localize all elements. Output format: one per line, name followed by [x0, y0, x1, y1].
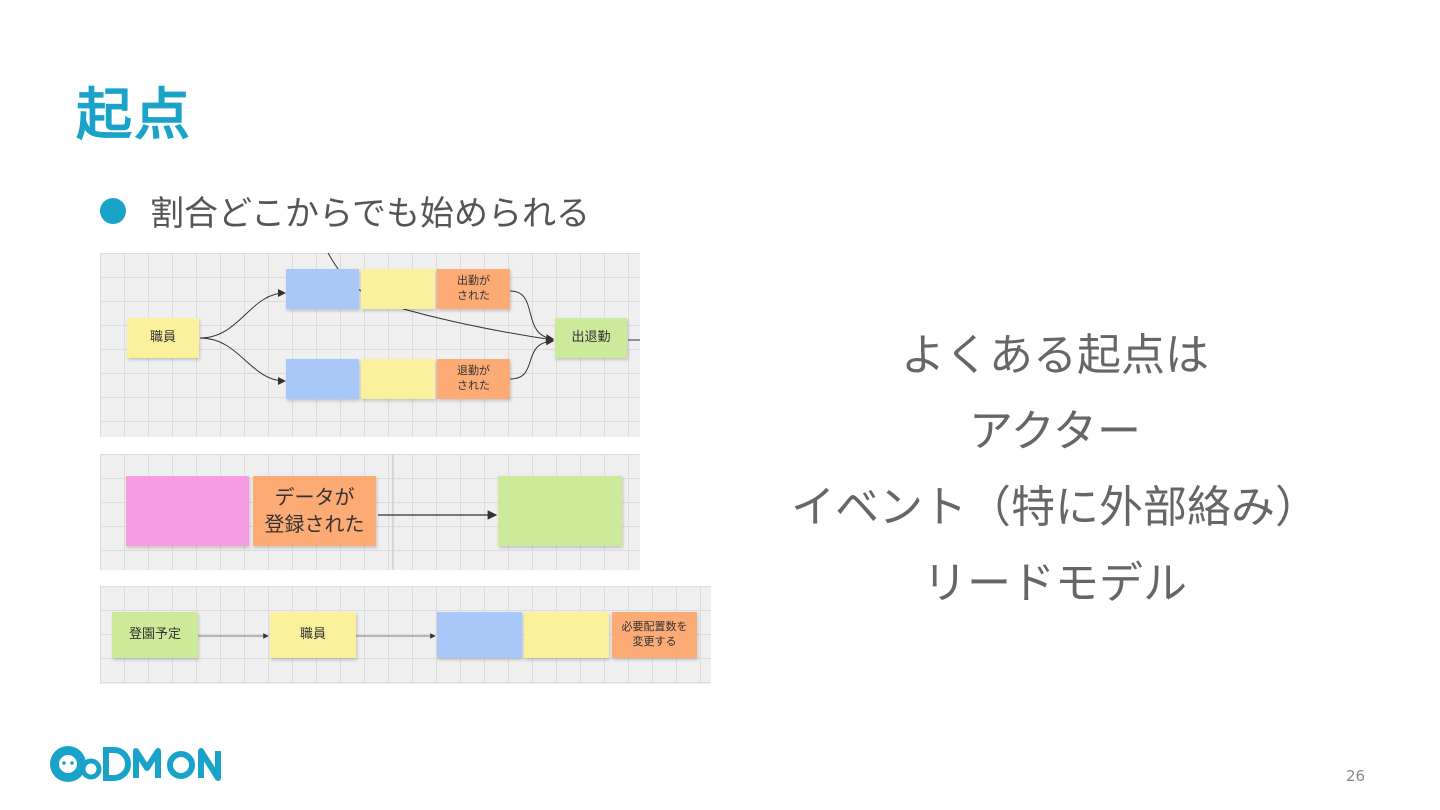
- bullet-dot-icon: [100, 197, 126, 224]
- event-storming-board-3: 登園予定 職員 必要配置数を 変更する: [100, 586, 711, 684]
- event-sticky-bottom: 退勤が された: [437, 359, 510, 399]
- starting-point-event: イベント（特に外部絡み）: [791, 482, 1319, 533]
- page-number: 26: [1346, 767, 1366, 785]
- starting-point-read-model: リードモデル: [923, 558, 1187, 609]
- aggregate-sticky-top: [361, 269, 435, 309]
- board-2-arrows: [378, 454, 498, 570]
- event-sticky: データが 登録された: [253, 476, 376, 546]
- actor-sticky: 職員: [270, 612, 356, 658]
- codmon-logo-mark: [50, 746, 221, 782]
- starting-point-intro: よくある起点は: [901, 330, 1209, 381]
- board-3-arrows: [198, 633, 436, 639]
- read-model-sticky-empty: [498, 476, 622, 546]
- aggregate-sticky-bottom: [361, 359, 435, 399]
- bullet-item: 割合どこからでも始められる: [100, 186, 590, 235]
- read-model-sticky: 出退勤: [555, 318, 627, 358]
- actor-sticky: 職員: [127, 318, 199, 358]
- read-model-sticky: 登園予定: [112, 612, 198, 658]
- command-sticky-bottom: [286, 359, 359, 399]
- external-system-sticky: [126, 476, 249, 546]
- aggregate-sticky: [524, 612, 609, 658]
- starting-point-actor: アクター: [968, 406, 1142, 457]
- starting-points-list: よくある起点は アクター イベント（特に外部絡み） リードモデル: [750, 318, 1360, 622]
- bullet-text: 割合どこからでも始められる: [150, 194, 590, 234]
- command-sticky-top: [286, 269, 359, 309]
- codmon-logo: [46, 738, 236, 792]
- event-storming-board-1: 職員 出勤が された 退勤が された 出退勤: [100, 253, 640, 437]
- slide-title: 起点: [76, 83, 192, 148]
- event-sticky-top: 出勤が された: [437, 269, 510, 309]
- command-sticky: [437, 612, 522, 658]
- event-storming-board-2: データが 登録された: [100, 454, 640, 570]
- event-sticky: 必要配置数を 変更する: [612, 612, 697, 658]
